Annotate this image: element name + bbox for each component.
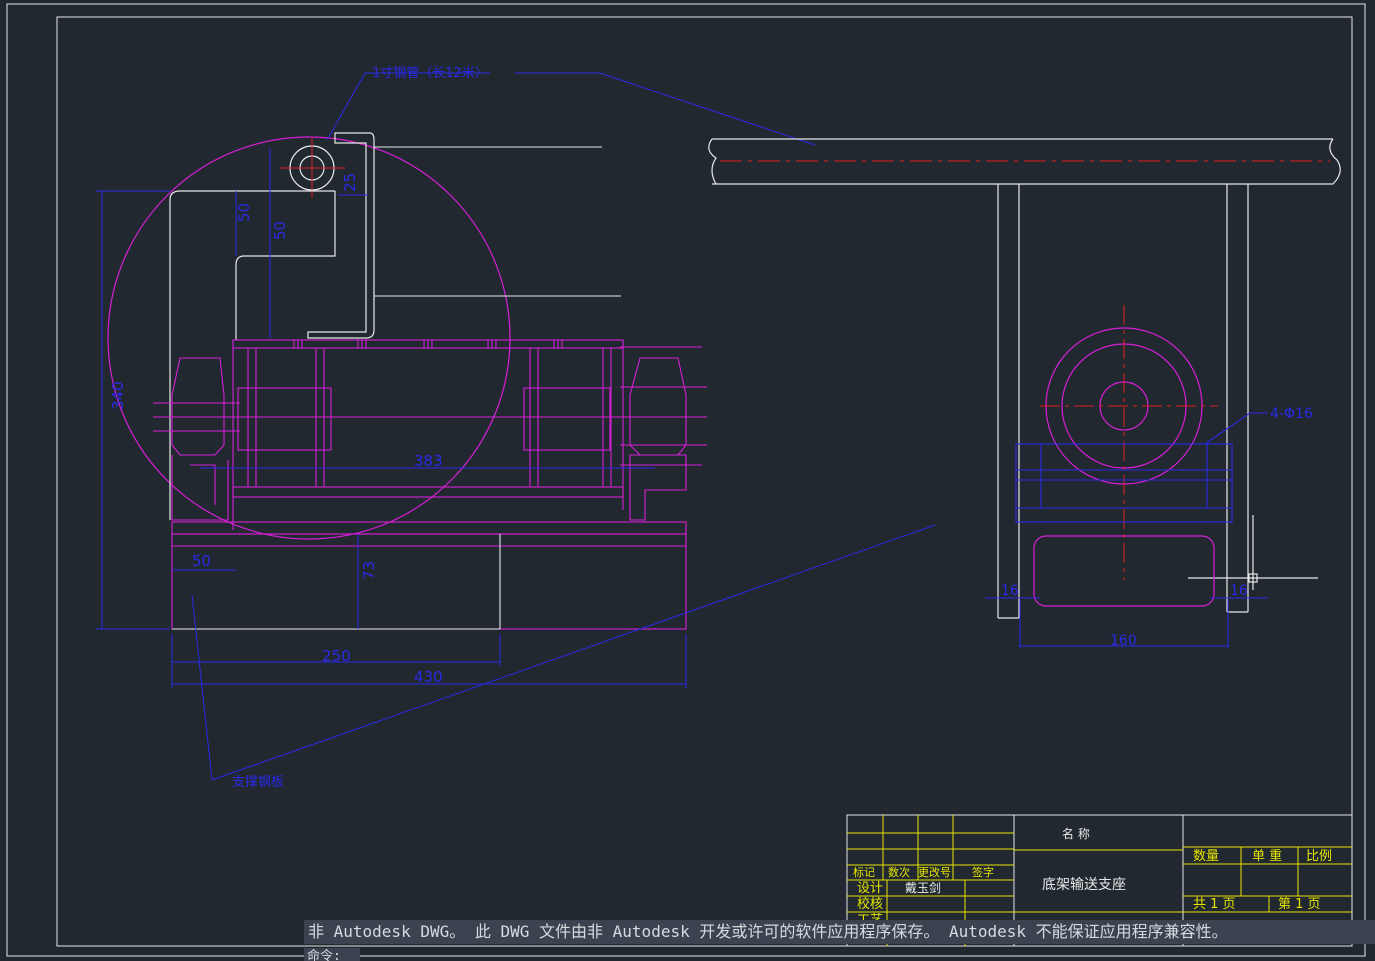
bracket-outline [307,132,375,339]
col-count: 数次 [888,865,910,879]
long-pipe [708,138,1341,185]
callout-plate: 支撑钢板 [232,775,284,790]
weight-label: 单 重 [1252,848,1282,864]
front-view: 340 50 50 25 383 50 73 250 430 1寸钢管（长12米… [96,66,936,790]
dim-250: 250 [322,647,351,665]
page-number: 第 1 页 [1278,897,1321,912]
dim-16-right: 16 [1230,583,1248,599]
drawing-frame [6,3,1366,957]
side-view: 4-Φ16 16 16 160 [708,138,1341,649]
callout-holes: 4-Φ16 [1270,406,1313,422]
col-mark: 标记 [853,865,875,879]
part-name: 底架输送支座 [1042,877,1126,893]
total-pages: 共 1 页 [1193,897,1236,912]
designer-name: 戴玉剑 [905,880,941,895]
row-design: 设计 [857,881,883,896]
dim-50-lower: 50 [192,552,211,570]
rotation-circle [107,136,511,540]
dim-383: 383 [414,452,443,470]
dim-25: 25 [341,173,359,192]
dim-50-upper: 50 [235,203,253,222]
dim-50-inner: 50 [271,221,289,240]
dim-340: 340 [109,381,127,410]
col-change: 更改号 [918,865,951,879]
dim-73: 73 [360,561,378,580]
row-check: 校核 [857,896,883,912]
dim-160: 160 [1110,633,1137,649]
command-history-message: 非 Autodesk DWG。 此 DWG 文件由非 Autodesk 开发或许… [304,920,1375,944]
dim-430: 430 [414,668,443,686]
qty-label: 数量 [1193,849,1219,864]
scale-label: 比例 [1306,849,1332,864]
command-prompt[interactable]: 命令: [304,948,360,961]
col-sign: 签字 [972,865,994,879]
callout-pipe: 1寸钢管（长12米） [372,66,488,81]
dim-16-left: 16 [1001,583,1019,599]
name-header: 名 称 [1062,826,1090,841]
